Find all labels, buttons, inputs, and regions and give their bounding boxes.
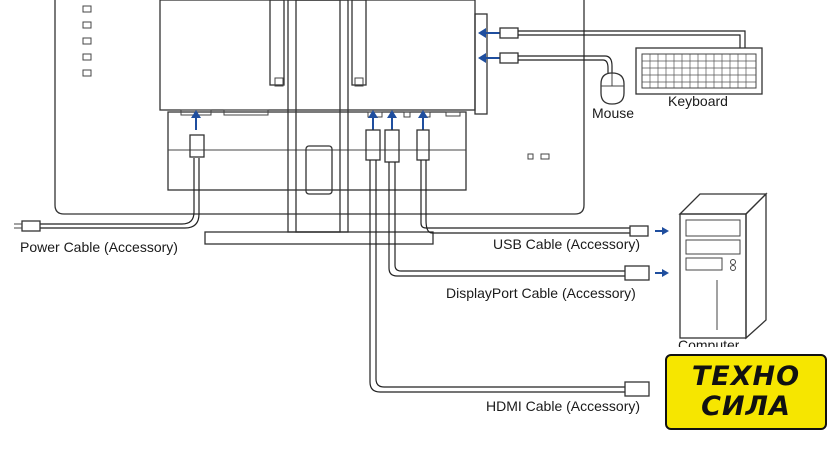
power-port-arrow [191,110,201,130]
usb-port-arrow [418,110,428,130]
mouse-icon [600,72,625,105]
monitor-buttons [82,5,92,77]
power-cable-label: Power Cable (Accessory) [20,239,178,255]
port-arrows [191,28,669,277]
brand-logo: ТЕХНО СИЛА [665,354,827,430]
monitor-rear [54,0,585,245]
displayport-cable-label: DisplayPort Cable (Accessory) [446,285,636,301]
mouse-label: Mouse [592,105,635,121]
peripheral-cables [499,27,746,74]
keyboard-icon [635,47,763,95]
computer-icon [678,192,768,340]
usb-cable-label: USB Cable (Accessory) [493,236,641,252]
displayport-cable [388,162,650,281]
hdmi-cable-label: HDMI Cable (Accessory) [486,398,641,414]
keyboard-port-arrow [478,28,500,38]
displayport-port-arrow [387,110,397,130]
computer-usb-arrow [655,227,669,235]
computer-label: Computer [678,337,740,347]
keyboard-label: Keyboard [668,93,728,109]
power-cable [14,158,200,232]
logo-line-1: ТЕХНО [691,361,801,392]
computer-dp-arrow [655,269,669,277]
mouse-port-arrow [478,53,500,63]
hdmi-cable [369,160,650,397]
usb-cable [420,160,649,237]
hdmi-port-arrow [368,110,378,130]
monitor-side-plugs [189,129,430,163]
logo-line-2: СИЛА [701,391,791,422]
